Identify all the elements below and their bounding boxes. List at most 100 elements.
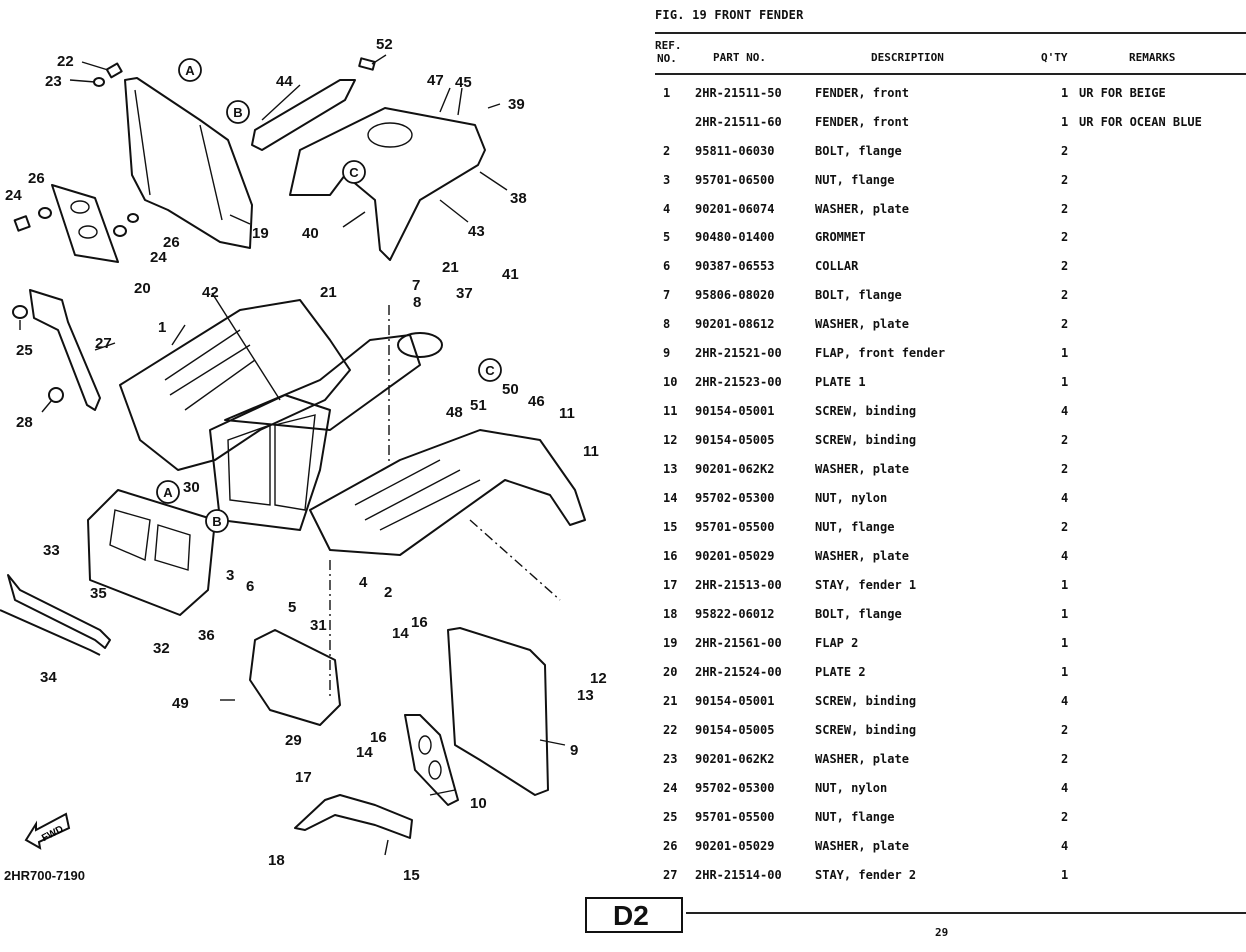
callout-52: 52 (376, 36, 393, 53)
quantity: 1 (1061, 636, 1069, 650)
drawing-code: 2HR700-7190 (4, 868, 85, 883)
exploded-diagram: A A B B C C 1 2 3 4 5 6 7 8 9 10 11 11 1… (0, 36, 607, 884)
callout-9: 9 (570, 742, 578, 759)
ref-no: 23 (663, 752, 678, 766)
header-ref-no: REF. NO. (655, 39, 682, 65)
leader-lines (19, 54, 566, 856)
callout-15: 15 (403, 867, 420, 884)
callout-43: 43 (468, 223, 485, 240)
description: WASHER, plate (815, 202, 909, 216)
part-fender-right (309, 429, 586, 556)
part-number: 90154-05005 (695, 723, 775, 737)
part-number: 90201-062K2 (695, 752, 775, 766)
ref-no: 12 (663, 433, 678, 447)
part-emblem (358, 57, 376, 71)
quantity: 2 (1061, 752, 1069, 766)
callout-39: 39 (508, 96, 525, 113)
description: STAY, fender 2 (815, 868, 917, 882)
ref-no: 17 (663, 578, 678, 592)
quantity: 2 (1061, 462, 1069, 476)
description: PLATE 2 (815, 665, 866, 679)
callout-49: 49 (172, 695, 189, 712)
ref-no: 20 (663, 665, 678, 679)
callout-26a: 26 (28, 170, 45, 187)
header-remarks: REMARKS (1129, 51, 1176, 64)
ref-no: 14 (663, 491, 678, 505)
part-upper-cover (289, 107, 486, 261)
ref-no: 3 (663, 173, 671, 187)
quantity: 2 (1061, 520, 1069, 534)
callout-16a: 16 (411, 614, 428, 631)
callout-2: 2 (384, 584, 392, 601)
quantity: 1 (1061, 665, 1069, 679)
header-part-no: PART NO. (713, 51, 766, 64)
ref-no: 18 (663, 607, 678, 621)
callout-36: 36 (198, 627, 215, 644)
ref-no: 19 (663, 636, 678, 650)
ref-no: 5 (663, 230, 671, 244)
callout-21b: 21 (442, 259, 459, 276)
quantity: 2 (1061, 810, 1069, 824)
part-number: 90201-062K2 (695, 462, 775, 476)
ref-no: 13 (663, 462, 678, 476)
ref-no: 22 (663, 723, 678, 737)
callout-32: 32 (153, 640, 170, 657)
part-number: 2HR-21513-00 (695, 578, 782, 592)
description: FLAP 2 (815, 636, 859, 650)
ref-no: 16 (663, 549, 678, 563)
callout-48: 48 (446, 404, 463, 421)
callout-1: 1 (158, 319, 166, 336)
part-number: 90201-06074 (695, 202, 775, 216)
description: WASHER, plate (815, 752, 909, 766)
description: WASHER, plate (815, 462, 909, 476)
callout-14a: 14 (392, 625, 409, 642)
ref-no: 26 (663, 839, 678, 853)
callout-50: 50 (502, 381, 519, 398)
ref-no: 24 (663, 781, 678, 795)
callout-37: 37 (456, 285, 473, 302)
callout-44: 44 (276, 73, 293, 90)
part-number: 95701-06500 (695, 173, 775, 187)
callout-20: 20 (134, 280, 151, 297)
callout-26b: 26 (163, 234, 180, 251)
part-number: 2HR-21523-00 (695, 375, 782, 389)
callout-29: 29 (285, 732, 302, 749)
fasteners-top-left (13, 62, 139, 237)
description: BOLT, flange (815, 144, 902, 158)
quantity: 2 (1061, 433, 1069, 447)
callout-38: 38 (510, 190, 527, 207)
quantity: 2 (1061, 317, 1069, 331)
part-number: 90480-01400 (695, 230, 775, 244)
description: WASHER, plate (815, 839, 909, 853)
description: WASHER, plate (815, 549, 909, 563)
description: NUT, flange (815, 810, 895, 824)
callout-6: 6 (246, 578, 254, 595)
header-description: DESCRIPTION (871, 51, 944, 64)
quantity: 1 (1061, 578, 1069, 592)
callout-18: 18 (268, 852, 285, 869)
callout-11b: 11 (583, 443, 599, 460)
ref-no: 15 (663, 520, 678, 534)
part-strip (251, 79, 356, 151)
footer-rule (686, 912, 1246, 914)
quantity: 4 (1061, 694, 1069, 708)
callout-46: 46 (528, 393, 545, 410)
callout-14b: 14 (356, 744, 373, 761)
part-number: 95822-06012 (695, 607, 775, 621)
part-stay-fender-2 (12, 289, 101, 411)
part-flap-2 (124, 77, 253, 249)
ref-no: 2 (663, 144, 671, 158)
callout-numbers: 1 2 3 4 5 6 7 8 9 10 11 11 12 13 14 14 1… (5, 36, 607, 884)
part-number: 95702-05300 (695, 781, 775, 795)
quantity: 2 (1061, 173, 1069, 187)
reference-circle-c: C C (342, 160, 502, 382)
part-number: 90387-06553 (695, 259, 775, 273)
page-number: 29 (935, 926, 949, 939)
